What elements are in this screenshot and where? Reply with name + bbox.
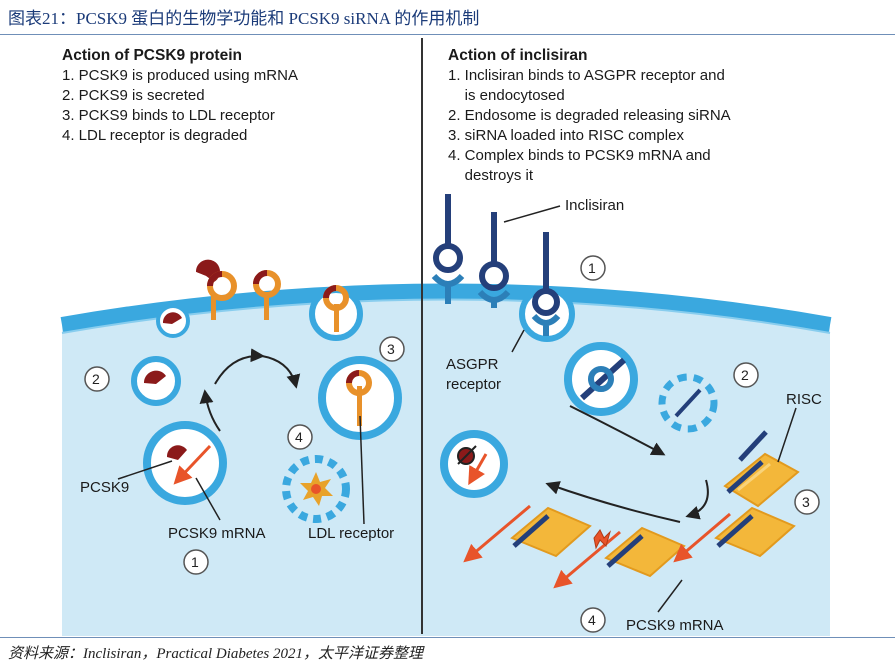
inclisiran-endosome: [564, 342, 638, 416]
right-step-4a: 4. Complex binds to PCSK9 mRNA and: [448, 147, 711, 164]
free-sirna-strand: [738, 430, 768, 462]
label-asgpr-receptor: receptor: [446, 376, 501, 393]
secretion-vesicle: [156, 304, 190, 338]
source-note: 资料来源：Inclisiran，Practical Diabetes 2021，…: [8, 646, 423, 662]
step-marker: 1: [580, 255, 606, 281]
left-step-3: 3. PCKS9 binds to LDL receptor: [62, 107, 275, 124]
svg-text:3: 3: [387, 341, 395, 357]
leader-mrna: [195, 477, 221, 521]
left-step-4: 4. LDL receptor is degraded: [62, 127, 247, 144]
leader-risc: [777, 407, 797, 463]
step-marker: 1: [183, 549, 209, 575]
ldl-receptor-icon: [253, 270, 281, 320]
caption-rule: [0, 34, 895, 35]
left-step-1: 1. PCSK9 is produced using mRNA: [62, 67, 298, 84]
svg-text:3: 3: [802, 494, 810, 510]
right-step-4b: destroys it: [448, 167, 534, 184]
figure-caption: 图表21：PCSK9 蛋白的生物学功能和 PCSK9 siRNA 的作用机制: [8, 9, 480, 28]
label-asgpr: ASGPR: [446, 356, 499, 373]
step-marker: 4: [580, 607, 606, 633]
process-arrow: [545, 481, 681, 523]
right-step-2: 2. Endosome is degraded releasing siRNA: [448, 107, 731, 124]
right-step-1a: 1. Inclisiran binds to ASGPR receptor an…: [448, 67, 725, 84]
svg-text:2: 2: [741, 367, 749, 383]
risc-mrna-complex: [673, 506, 796, 563]
label-risc: RISC: [786, 391, 822, 408]
step-marker: 3: [379, 336, 405, 362]
inclisiran-endocytosis-pocket: [519, 232, 575, 342]
step-marker: 2: [733, 362, 759, 388]
left-step-2: 2. PCKS9 is secreted: [62, 87, 205, 104]
cycle-arrow: [214, 348, 265, 385]
label-right-pcsk9-mrna: PCSK9 mRNA: [626, 617, 724, 634]
risc-mrna-complex: [463, 504, 592, 563]
svg-text:1: 1: [588, 260, 596, 276]
label-inclisiran: Inclisiran: [565, 197, 624, 214]
inclisiran-receptor-icon: [431, 194, 465, 304]
degraded-endosome: [658, 373, 718, 433]
production-vesicle: [143, 421, 227, 505]
svg-text:4: 4: [588, 612, 596, 628]
leader-pcsk9: [117, 460, 173, 480]
mechanism-diagram: Action of PCSK9 protein 1. PCSK9 is prod…: [60, 38, 832, 636]
degradation-burst: [282, 455, 350, 523]
svg-text:2: 2: [92, 371, 100, 387]
endosome: [318, 356, 402, 440]
step-marker: 3: [794, 489, 820, 515]
leader-asgpr: [511, 329, 525, 353]
right-step-1b: is endocytosed: [448, 87, 565, 104]
leader-right-mrna: [657, 579, 683, 613]
ldl-receptor-icon: [207, 271, 237, 320]
right-step-3: 3. siRNA loaded into RISC complex: [448, 127, 684, 144]
process-arrow: [569, 405, 666, 456]
step-marker: 2: [84, 366, 110, 392]
right-panel-title: Action of inclisiran: [448, 47, 588, 64]
endocytosis-pocket: [309, 285, 363, 341]
leader-ldl-receptor: [359, 415, 365, 525]
svg-text:4: 4: [295, 429, 303, 445]
inclisiran-receptor-icon: [477, 212, 511, 308]
risc-complex: [723, 452, 800, 508]
leader-inclisiran: [503, 205, 561, 223]
label-pcsk9-mrna: PCSK9 mRNA: [168, 525, 266, 542]
secreted-vesicle: [131, 356, 181, 406]
mrna-degradation-vesicle: [440, 430, 508, 498]
label-pcsk9: PCSK9: [80, 479, 129, 496]
cycle-arrow: [199, 389, 221, 432]
label-ldl-receptor: LDL receptor: [308, 525, 394, 542]
process-arrow: [685, 479, 709, 520]
cycle-arrow: [261, 355, 301, 389]
left-panel-title: Action of PCSK9 protein: [62, 47, 242, 64]
svg-text:1: 1: [191, 554, 199, 570]
source-rule: [0, 637, 895, 638]
step-marker: 4: [287, 424, 313, 450]
